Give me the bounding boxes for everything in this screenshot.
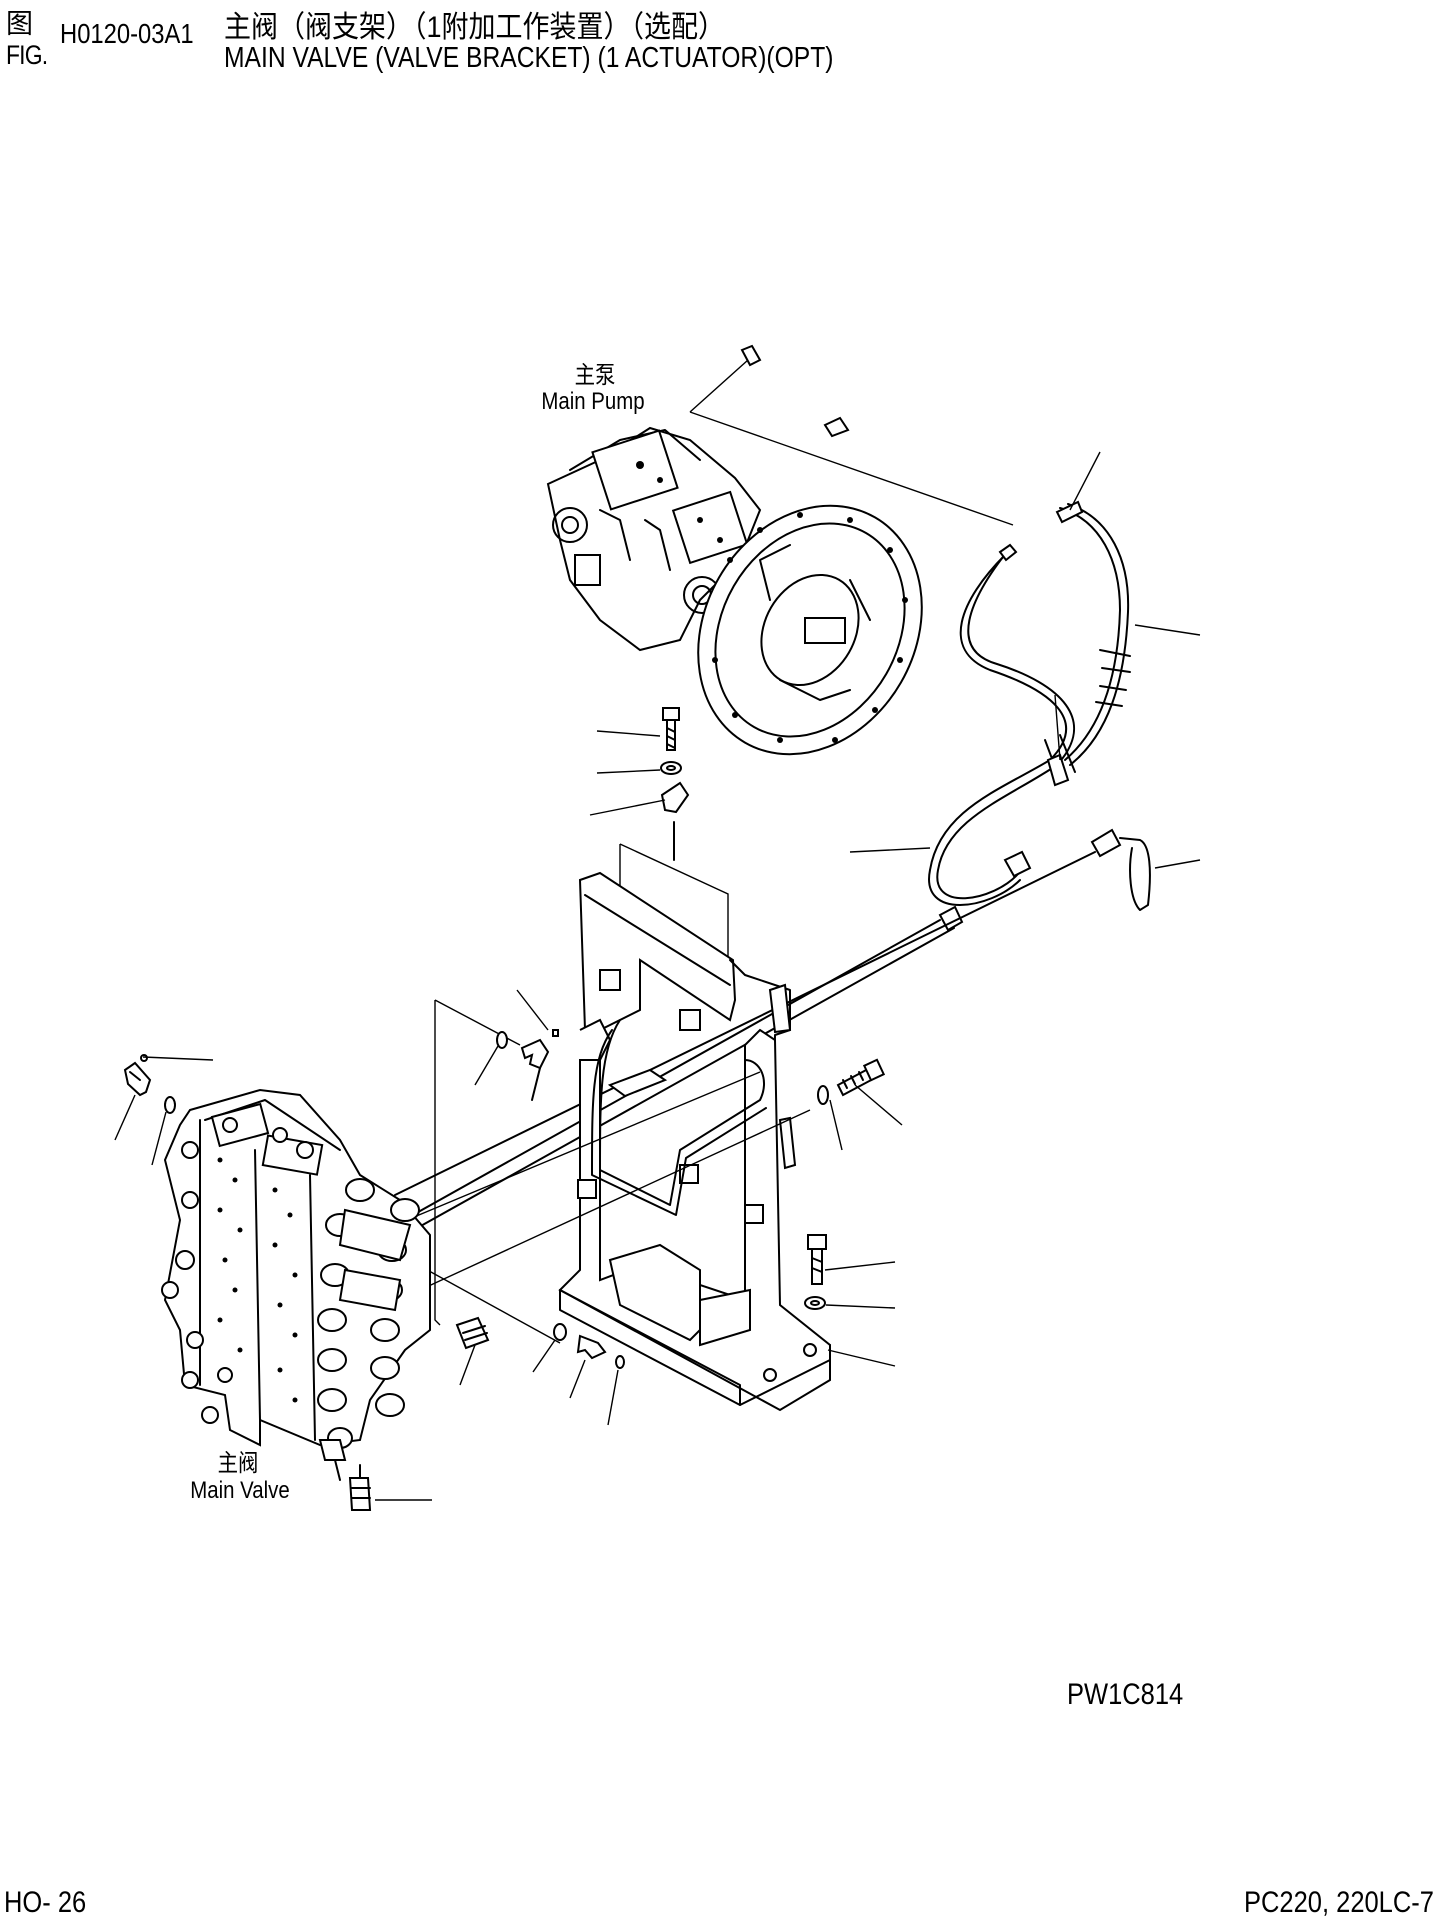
- drawing-code: PW1C814: [1067, 1678, 1184, 1711]
- figure-label-cn: 图: [6, 9, 33, 39]
- valve-bracket: [558, 871, 831, 1412]
- figure-code: H0120-03A1: [60, 18, 194, 49]
- page-number: HO- 26: [4, 1886, 87, 1919]
- main-pump-label-cn: 主泵: [574, 362, 616, 389]
- figure-title-cn: 主阀（阀支架）（1附加工作装置）（选配）: [224, 11, 726, 44]
- main-valve-label-en: Main Valve: [190, 1477, 290, 1504]
- hose-assembly: [394, 500, 1151, 1233]
- bolt-washer-clamp: [619, 707, 729, 960]
- main-valve-label-cn: 主阀: [217, 1450, 259, 1477]
- part-leader-lines: [114, 451, 1201, 1501]
- main-valve-illustration: [161, 1088, 431, 1511]
- figure-title-en: MAIN VALVE (VALVE BRACKET) (1 ACTUATOR)(…: [224, 42, 834, 74]
- fittings: [455, 1029, 625, 1369]
- bracket-bolts: [804, 1058, 886, 1310]
- left-fittings: [123, 1054, 176, 1114]
- main-pump-illustration: [546, 344, 1014, 756]
- figure-label-en: FIG.: [6, 40, 48, 70]
- model-number: PC220, 220LC-7: [1244, 1886, 1434, 1919]
- main-pump-label-en: Main Pump: [541, 388, 645, 415]
